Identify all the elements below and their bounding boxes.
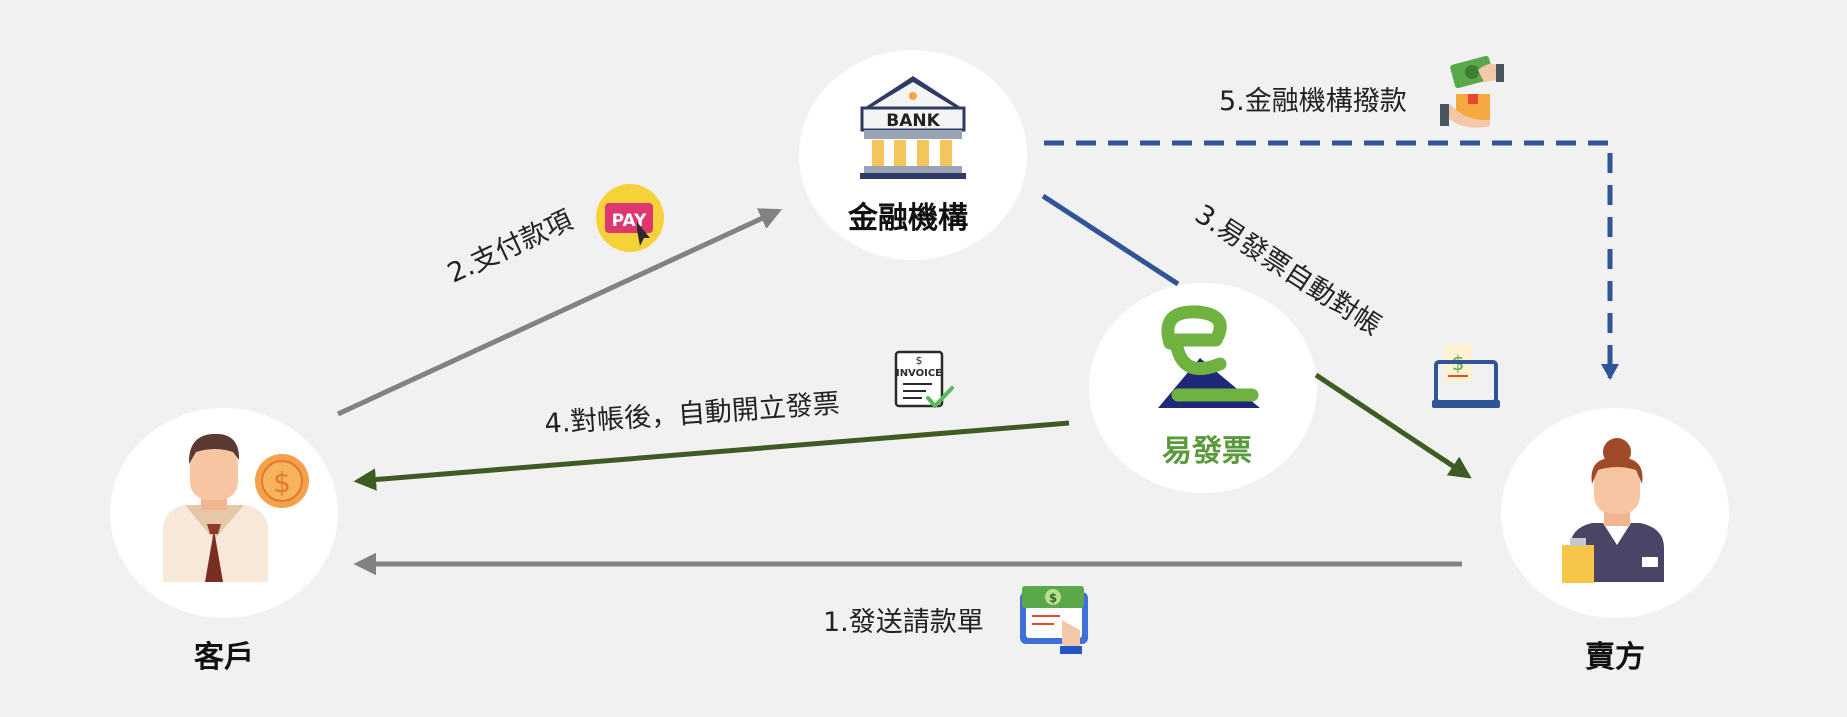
payout-hands-icon (1440, 55, 1504, 128)
pay-badge-icon: PAY (596, 184, 664, 252)
laptop-payment-icon: $ (1432, 344, 1500, 408)
bank-building-icon: BANK (860, 76, 966, 179)
dollar-coin-icon: $ (255, 454, 309, 508)
bank-label: 金融機構 (848, 201, 968, 236)
arrow-step5-head (1601, 364, 1619, 380)
einvoice-label: 易發票 (1162, 434, 1252, 469)
svg-text:$: $ (273, 466, 291, 499)
bank-node (799, 50, 1027, 260)
customer-icon (163, 433, 268, 582)
arrow-step3-reconcile-in (1041, 193, 1180, 287)
arrow-step2-payment (336, 208, 783, 417)
bill-tablet-icon: $ (1020, 586, 1088, 654)
svg-text:BANK: BANK (886, 111, 940, 131)
svg-text:$: $ (916, 354, 923, 367)
seller-label: 賣方 (1585, 640, 1645, 675)
arrow-step3-reconcile-out (1314, 372, 1472, 479)
arrow-step5-disbursement (1044, 140, 1613, 378)
einvoice-logo-icon (1158, 305, 1260, 408)
step5-label: 5.金融機構撥款 (1219, 86, 1407, 117)
customer-label: 客戶 (194, 640, 254, 675)
arrow-step4-issue-invoice (353, 420, 1070, 491)
step1-label: 1.發送請款單 (823, 607, 984, 638)
seller-icon (1562, 438, 1664, 583)
invoice-document-icon: INVOICE $ (894, 350, 954, 408)
svg-text:INVOICE: INVOICE (896, 368, 942, 379)
svg-text:$: $ (1049, 591, 1057, 605)
